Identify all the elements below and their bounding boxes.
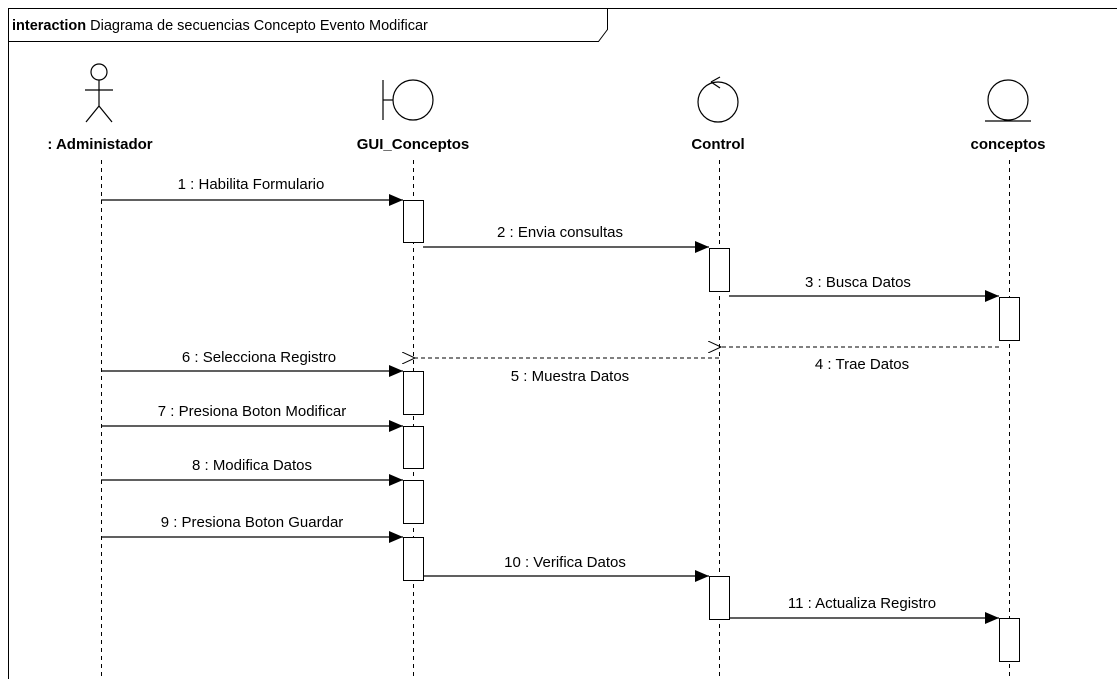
message-label-3: 3 : Busca Datos — [805, 274, 911, 291]
message-label-2: 2 : Envia consultas — [497, 224, 623, 241]
message-label-1: 1 : Habilita Formulario — [178, 176, 325, 193]
frame-name: Diagrama de secuencias Concepto Evento M… — [90, 18, 428, 34]
activation-bar — [403, 480, 424, 524]
activation-bar — [403, 426, 424, 469]
message-label-10: 10 : Verifica Datos — [504, 554, 626, 571]
activation-bar — [709, 248, 730, 292]
message-label-7: 7 : Presiona Boton Modificar — [158, 403, 346, 420]
lifeline-label-control: Control — [691, 136, 744, 153]
activation-bar — [403, 371, 424, 415]
entity-icon — [985, 79, 1031, 122]
lifeline-label-gui-conceptos: GUI_Conceptos — [357, 136, 470, 153]
activation-bar — [403, 200, 424, 243]
message-label-4: 4 : Trae Datos — [815, 356, 909, 373]
control-icon — [697, 76, 739, 123]
message-label-11: 11 : Actualiza Registro — [788, 595, 936, 612]
frame-keyword: interaction — [12, 18, 86, 34]
actor-icon — [85, 63, 113, 123]
message-label-8: 8 : Modifica Datos — [192, 457, 312, 474]
message-label-5: 5 : Muestra Datos — [511, 368, 629, 385]
activation-bar — [403, 537, 424, 581]
lifeline-label-conceptos: conceptos — [970, 136, 1045, 153]
lifeline-label-administador: : Administador — [47, 136, 152, 153]
message-label-9: 9 : Presiona Boton Guardar — [161, 514, 344, 531]
message-label-6: 6 : Selecciona Registro — [182, 349, 336, 366]
activation-bar — [999, 618, 1020, 662]
activation-bar — [709, 576, 730, 620]
boundary-icon — [382, 79, 434, 121]
activation-bar — [999, 297, 1020, 341]
